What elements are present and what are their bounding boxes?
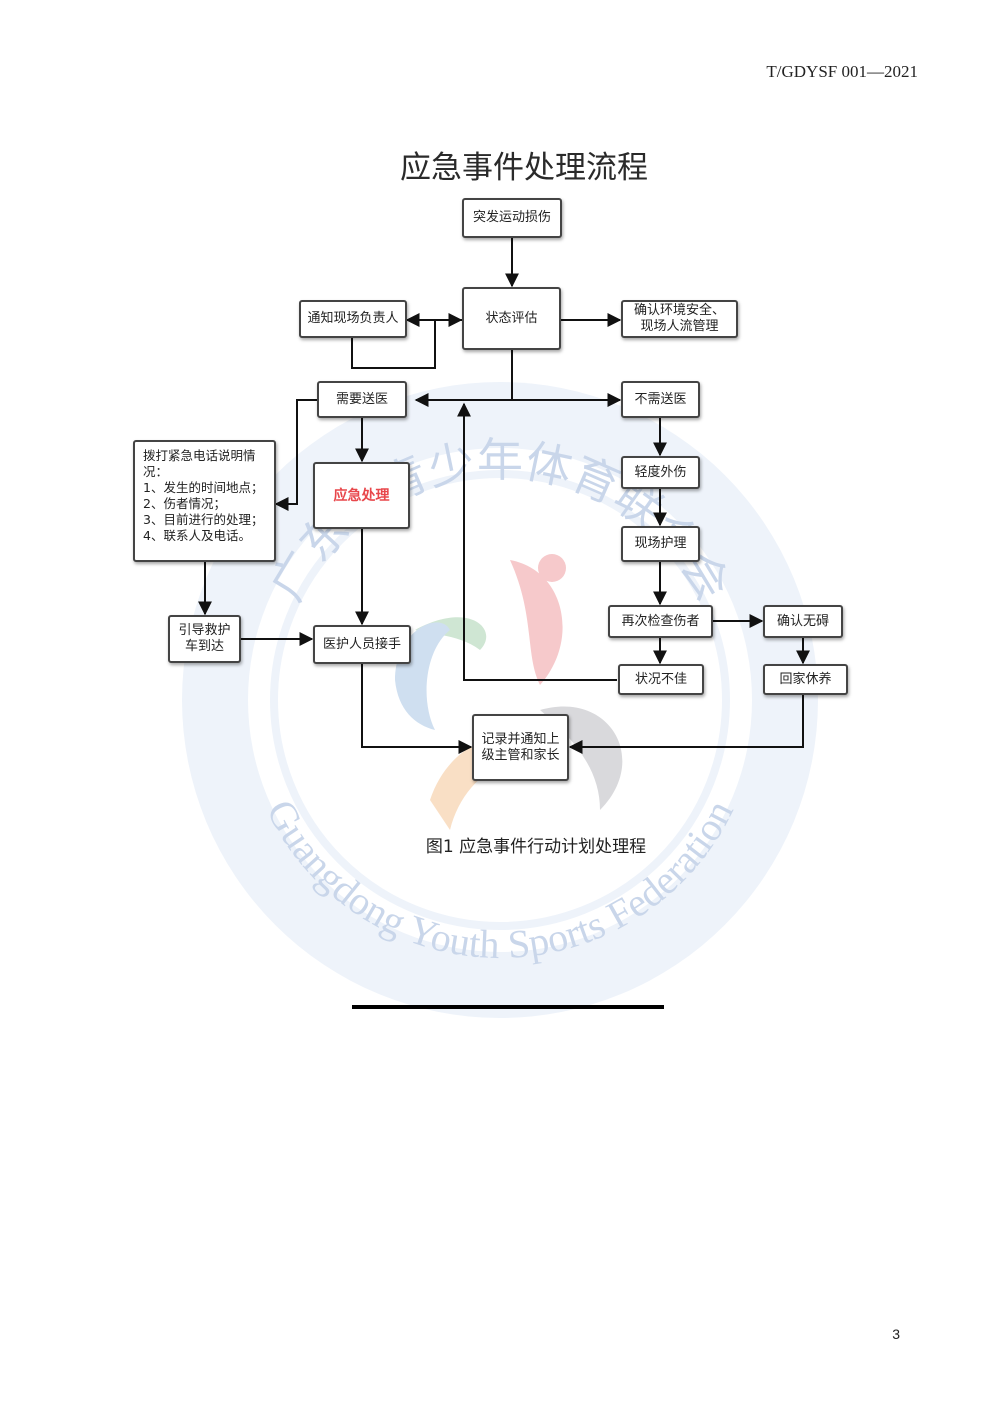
node-need-hospital: 需要送医: [317, 381, 407, 418]
node-go-home: 回家休养: [763, 664, 848, 695]
node-recheck: 再次检查伤者: [608, 605, 713, 638]
diagram-title: 应急事件处理流程: [400, 150, 648, 186]
node-confirm-ok: 确认无碍: [763, 605, 843, 638]
connector-home-to-record: [568, 695, 804, 754]
node-minor-injury: 轻度外伤: [621, 456, 700, 489]
node-guide-ambulance: 引导救护 车到达: [168, 615, 241, 663]
node-poor-condition: 状况不佳: [618, 664, 704, 695]
node-no-hospital: 不需送医: [621, 381, 700, 418]
figure-caption: 图1 应急事件行动计划处理程: [425, 837, 647, 857]
node-confirm-environment: 确认环境安全、 现场人流管理: [621, 300, 738, 338]
node-status-assessment: 状态评估: [462, 287, 561, 350]
node-record-notify: 记录并通知上 级主管和家长: [472, 714, 569, 781]
node-notify-person: 通知现场负责人: [299, 300, 407, 338]
node-emergency-handling: 应急处理: [313, 462, 410, 529]
connector-poor-loop-back: [457, 402, 617, 681]
node-medical-takeover: 医护人员接手: [313, 625, 411, 664]
connector-notify-loop: [351, 313, 463, 369]
node-onsite-care: 现场护理: [621, 526, 700, 562]
connector-medical-to-record: [361, 664, 473, 754]
standard-code: T/GDYSF 001—2021: [766, 62, 918, 81]
node-sudden-injury: 突发运动损伤: [462, 198, 562, 238]
connector-need-to-call: [274, 399, 317, 511]
node-call-emergency: 拨打紧急电话说明情况： 1、发生的时间地点； 2、伤者情况； 3、目前进行的处理…: [133, 440, 276, 562]
end-rule: [352, 1005, 664, 1009]
page-number: 3: [892, 1326, 900, 1342]
